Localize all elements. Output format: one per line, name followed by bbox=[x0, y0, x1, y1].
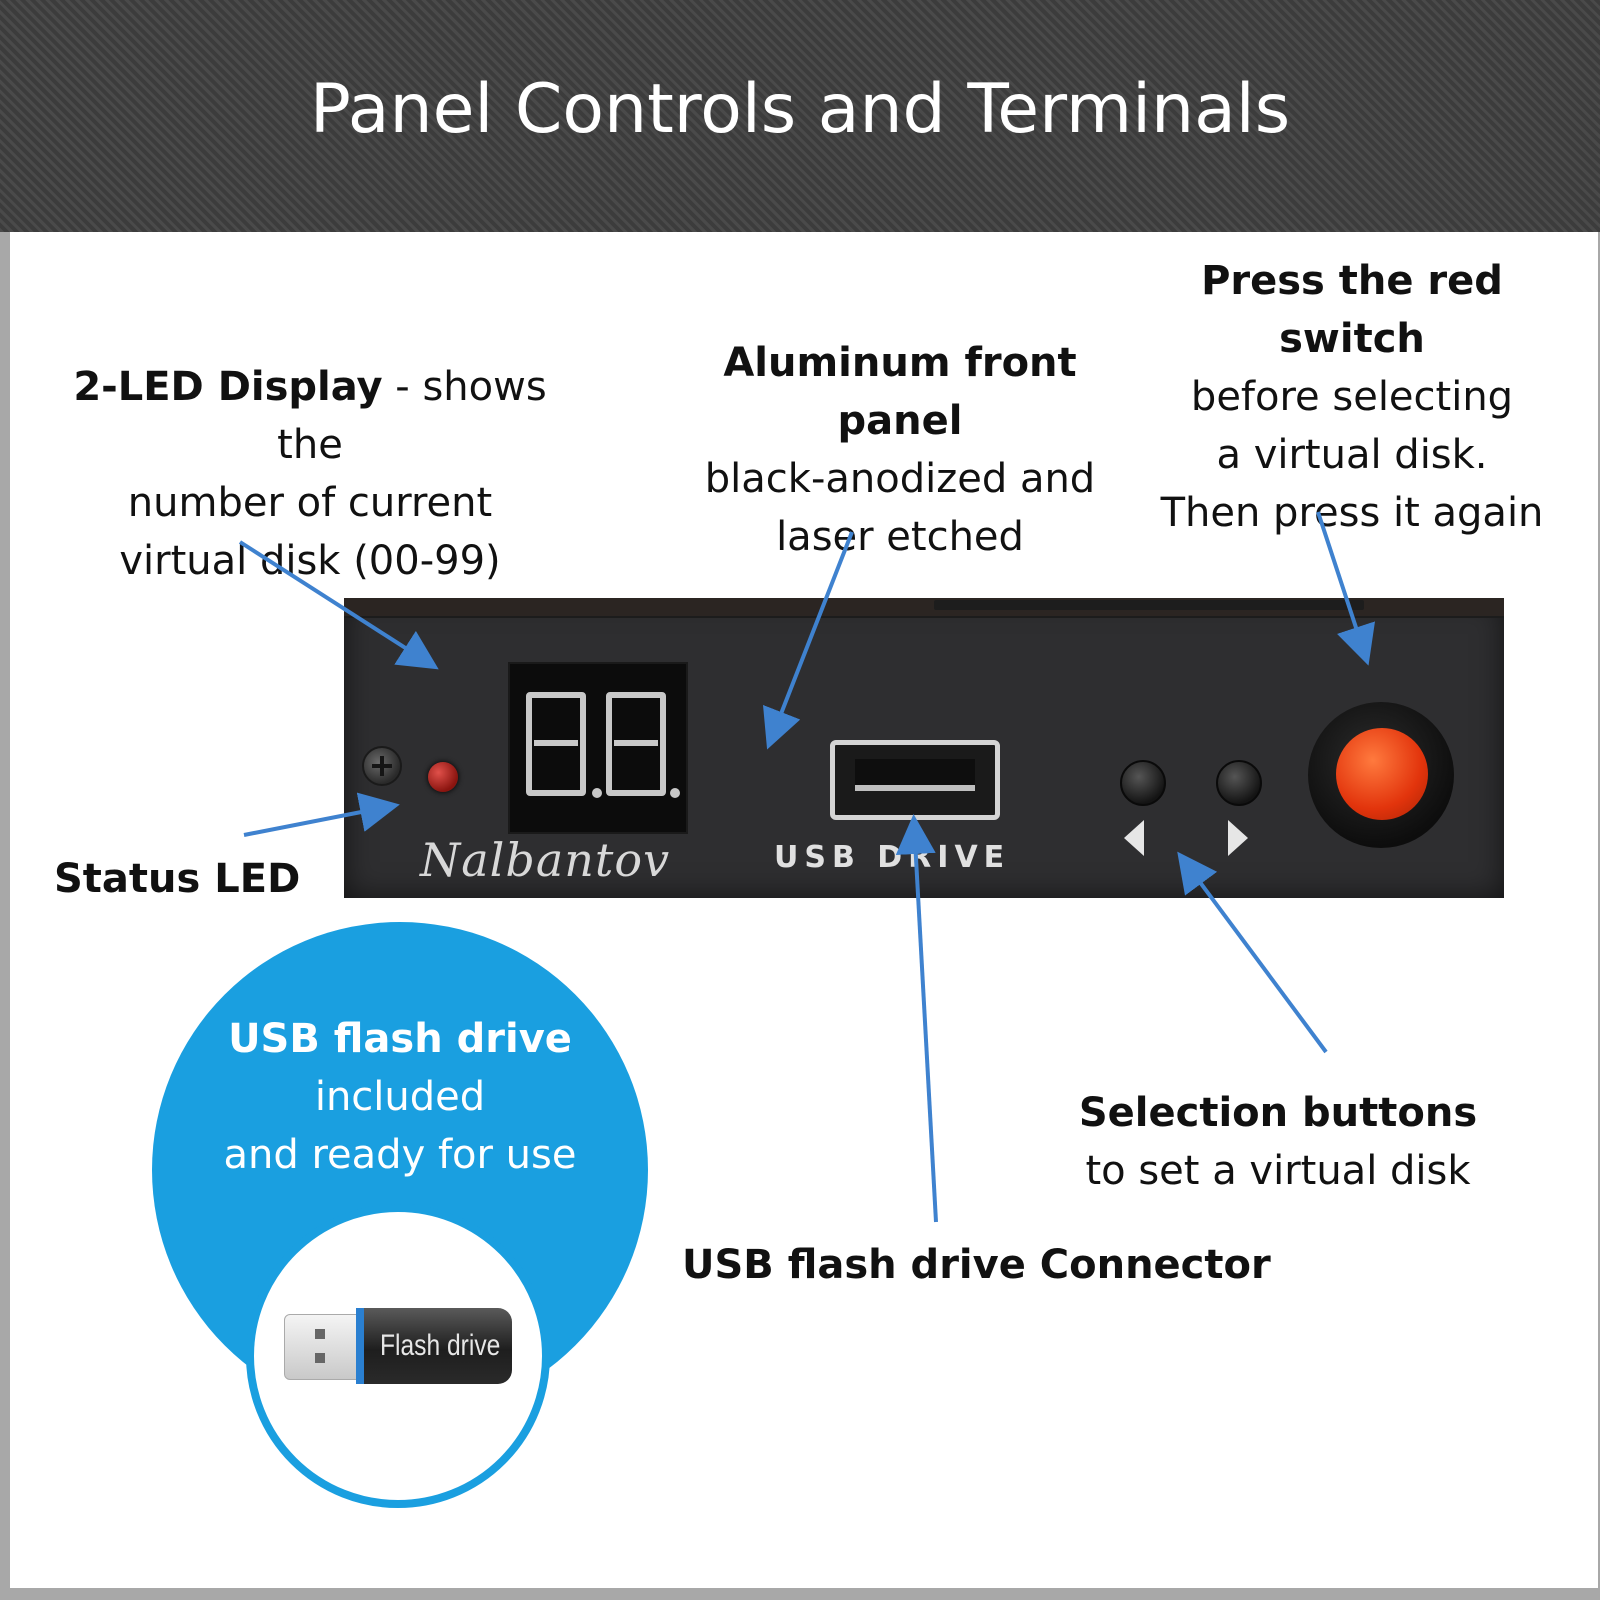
label-front-panel-line2: black-anodized and bbox=[704, 456, 1096, 502]
arrow-led-display bbox=[238, 540, 439, 670]
brand-logo: Nalbantov bbox=[420, 833, 671, 887]
label-status-led: Status LED bbox=[54, 850, 314, 908]
usb-port-tongue bbox=[855, 759, 975, 791]
screw-icon bbox=[362, 746, 402, 786]
flash-drive-icon bbox=[356, 1308, 512, 1384]
label-front-panel-line3: laser etched bbox=[776, 514, 1024, 560]
label-led-display-line2: number of current bbox=[127, 480, 493, 526]
segment-digit-2 bbox=[606, 692, 666, 796]
bubble-line3: and ready for use bbox=[223, 1132, 577, 1178]
red-switch-button[interactable] bbox=[1336, 728, 1428, 820]
label-led-display: 2-LED Display - shows the number of curr… bbox=[40, 358, 580, 590]
select-left-button[interactable] bbox=[1120, 760, 1166, 806]
bubble-text: USB flash drive included and ready for u… bbox=[152, 1010, 648, 1184]
decimal-point-2 bbox=[670, 788, 680, 798]
page-title: Panel Controls and Terminals bbox=[309, 70, 1291, 149]
arrow-status-led bbox=[243, 792, 400, 837]
decimal-point-1 bbox=[592, 788, 602, 798]
label-front-panel: Aluminum front panel black-anodized and … bbox=[660, 334, 1140, 566]
label-red-switch-line4: Then press it again bbox=[1160, 490, 1544, 536]
arrow-red-switch bbox=[1316, 511, 1376, 666]
device-top-edge bbox=[344, 598, 1504, 618]
arrow-front-panel bbox=[763, 531, 854, 750]
arrow-selection-buttons bbox=[1177, 851, 1328, 1054]
arrow-usb-connector bbox=[895, 814, 938, 1223]
label-led-display-line1: - shows the bbox=[277, 364, 547, 468]
label-usb-connector: USB flash drive Connector bbox=[682, 1236, 1282, 1294]
seven-segment-display bbox=[508, 662, 688, 834]
label-front-panel-title: Aluminum front panel bbox=[723, 340, 1077, 444]
label-status-led-title: Status LED bbox=[54, 856, 301, 902]
left-arrow-icon bbox=[1124, 820, 1144, 856]
label-selection-buttons: Selection buttons to set a virtual disk bbox=[1068, 1084, 1488, 1200]
label-led-display-title: 2-LED Display bbox=[73, 364, 383, 410]
bubble-line2: included bbox=[314, 1074, 486, 1120]
front-panel-device: Nalbantov USB DRIVE bbox=[344, 598, 1504, 898]
flash-drive-label: Flash drive bbox=[380, 1329, 501, 1362]
header-banner: Panel Controls and Terminals bbox=[0, 0, 1600, 232]
label-red-switch-line3: a virtual disk. bbox=[1216, 432, 1488, 478]
device-slot bbox=[934, 600, 1364, 610]
select-right-button[interactable] bbox=[1216, 760, 1262, 806]
usb-port-icon[interactable] bbox=[830, 740, 1000, 820]
segment-digit-1 bbox=[526, 692, 586, 796]
bubble-title: USB flash drive bbox=[228, 1016, 572, 1062]
label-red-switch-line2: before selecting bbox=[1190, 374, 1514, 420]
label-usb-connector-title: USB flash drive Connector bbox=[682, 1242, 1271, 1288]
right-arrow-icon bbox=[1228, 820, 1248, 856]
label-red-switch: Press the red switch before selecting a … bbox=[1132, 252, 1572, 542]
usb-drive-label: USB DRIVE bbox=[774, 840, 1011, 875]
flash-drive-connector bbox=[284, 1314, 362, 1380]
label-led-display-line3: virtual disk (00-99) bbox=[119, 538, 501, 584]
status-led-icon bbox=[428, 762, 458, 792]
label-selection-line2: to set a virtual disk bbox=[1085, 1148, 1471, 1194]
label-selection-title: Selection buttons bbox=[1078, 1090, 1478, 1136]
label-red-switch-title: Press the red switch bbox=[1201, 258, 1503, 362]
flash-drive-stripe bbox=[356, 1308, 364, 1384]
